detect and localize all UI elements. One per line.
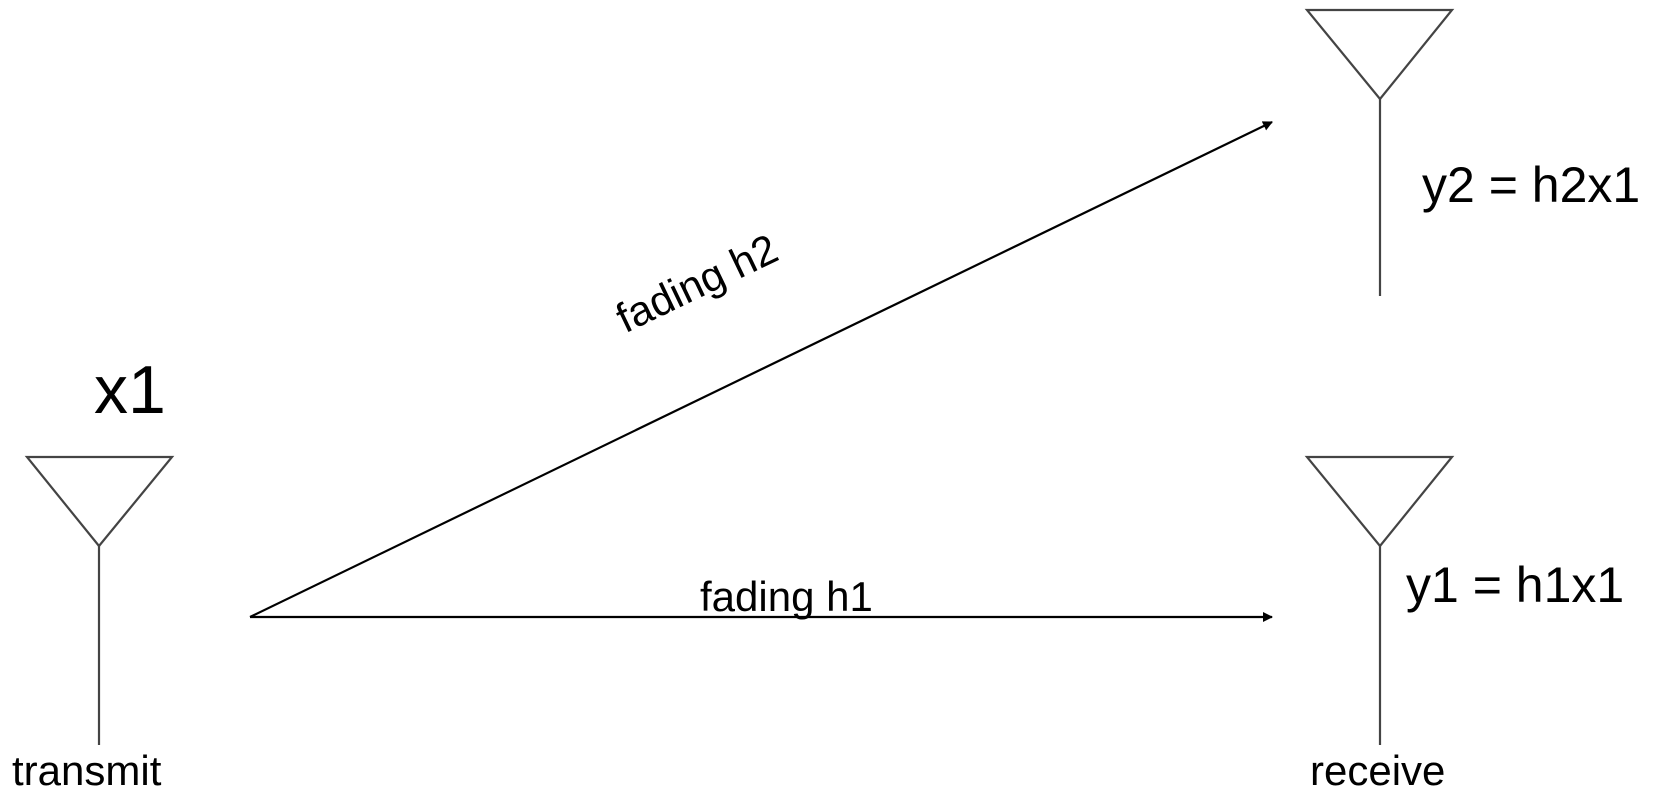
output-top-equation: y2 = h2x1 [1422,157,1641,213]
fading-path-h2-arrow [249,121,1273,618]
output-bottom-equation: y1 = h1x1 [1406,557,1625,613]
fading-h1-label: fading h1 [700,573,873,620]
receive-label: receive [1310,747,1446,794]
transmit-antenna-icon [24,455,175,745]
input-signal-label: x1 [94,352,166,428]
receive-antenna-top-icon [1304,8,1455,296]
transmit-label: transmit [12,747,162,794]
receive-antenna-bottom-icon [1304,455,1455,745]
